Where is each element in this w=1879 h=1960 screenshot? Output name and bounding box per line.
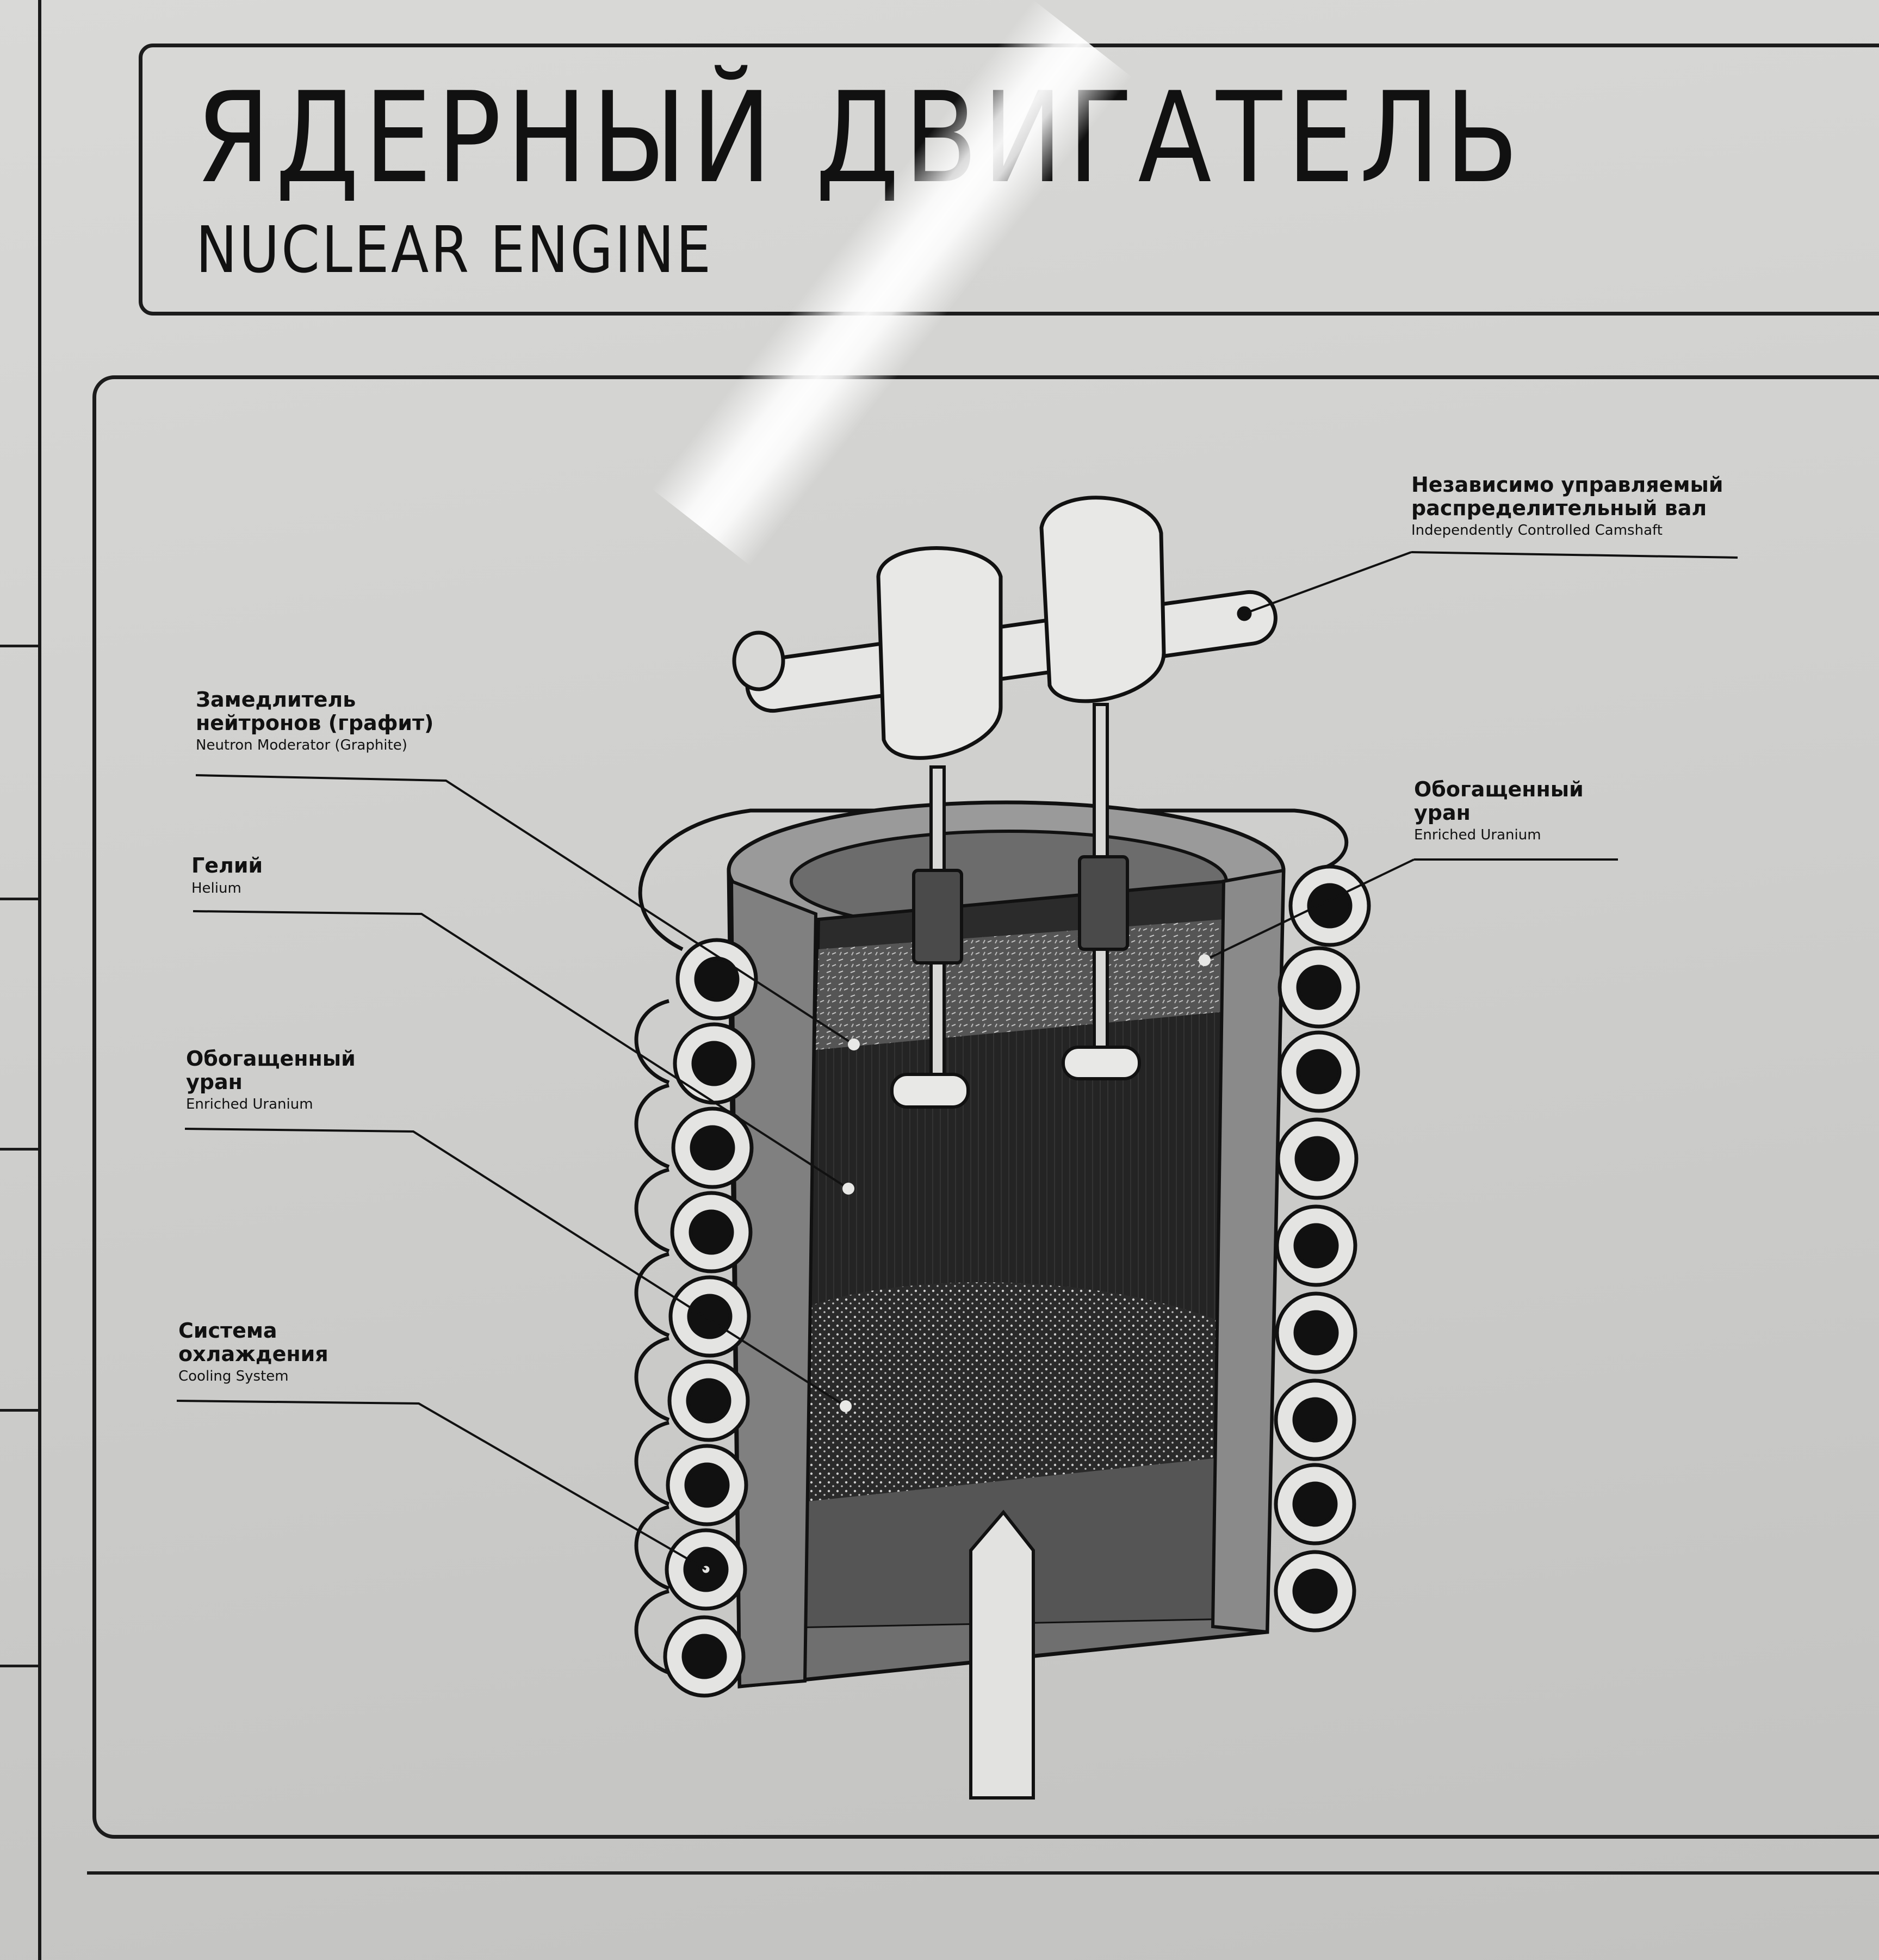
label-camshaft: Независимо управляемый распределительный… [1411,473,1723,539]
title-english: NUCLEAR ENGINE [196,212,713,287]
reactor-vessel [727,800,1286,1800]
coil-back-outline [634,808,1349,1675]
label-uranium-left: Обогащенный уран Enriched Uranium [186,1047,356,1112]
label-uranium-right-ru-1: Обогащенный [1414,777,1584,801]
frame-tick [0,645,38,647]
leader-cooling [176,1400,707,1571]
control-rods [890,703,1141,1109]
frame-left-rule [0,0,41,1960]
label-moderator-en: Neutron Moderator (Graphite) [196,737,407,754]
label-camshaft-ru-1: Независимо управляемый [1411,473,1723,497]
label-uranium-right-ru-2: уран [1414,800,1471,825]
label-cooling-ru-1: Система [178,1319,277,1343]
camshaft [732,496,1278,760]
label-uranium-left-en: Enriched Uranium [186,1096,313,1113]
label-helium-ru: Гелий [191,854,263,877]
cooling-coils-left [663,938,758,1698]
leader-uranium-left [184,1128,847,1407]
label-cooling-en: Cooling System [178,1368,289,1385]
leader-lines [176,551,1738,1571]
label-uranium-right-en: Enriched Uranium [1414,827,1541,844]
leader-dots [840,954,1211,1412]
label-uranium-left-ru-2: уран [186,1069,243,1094]
cooling-coils-right [1274,864,1371,1633]
label-uranium-left-ru-1: Обогащенный [186,1047,356,1071]
label-cooling: Система охлаждения Cooling System [178,1319,328,1384]
label-camshaft-en: Independently Controlled Camshaft [1411,522,1663,539]
label-moderator: Замедлитель нейтронов (графит) Neutron M… [196,688,433,753]
label-moderator-ru-1: Замедлитель [196,688,356,712]
label-camshaft-ru-2: распределительный вал [1411,496,1707,520]
frame-tick [0,898,38,900]
frame-tick [0,1665,38,1667]
label-helium-en: Helium [191,880,241,896]
leader-moderator [195,774,855,1046]
frame-bottom-rule [87,1871,1879,1875]
frame-tick [0,1409,38,1412]
title-russian: ЯДЕРНЫЙ ДВИГАТЕЛЬ [196,66,1523,211]
leader-camshaft [1411,551,1738,559]
label-helium: Гелий Helium [191,854,263,896]
label-cooling-ru-2: охлаждения [178,1341,328,1366]
label-uranium-right: Обогащенный уран Enriched Uranium [1414,778,1584,843]
label-moderator-ru-2: нейтронов (графит) [196,710,434,735]
leader-helium [193,910,849,1190]
diagram-panel [92,375,1879,1839]
frame-tick [0,1148,38,1151]
